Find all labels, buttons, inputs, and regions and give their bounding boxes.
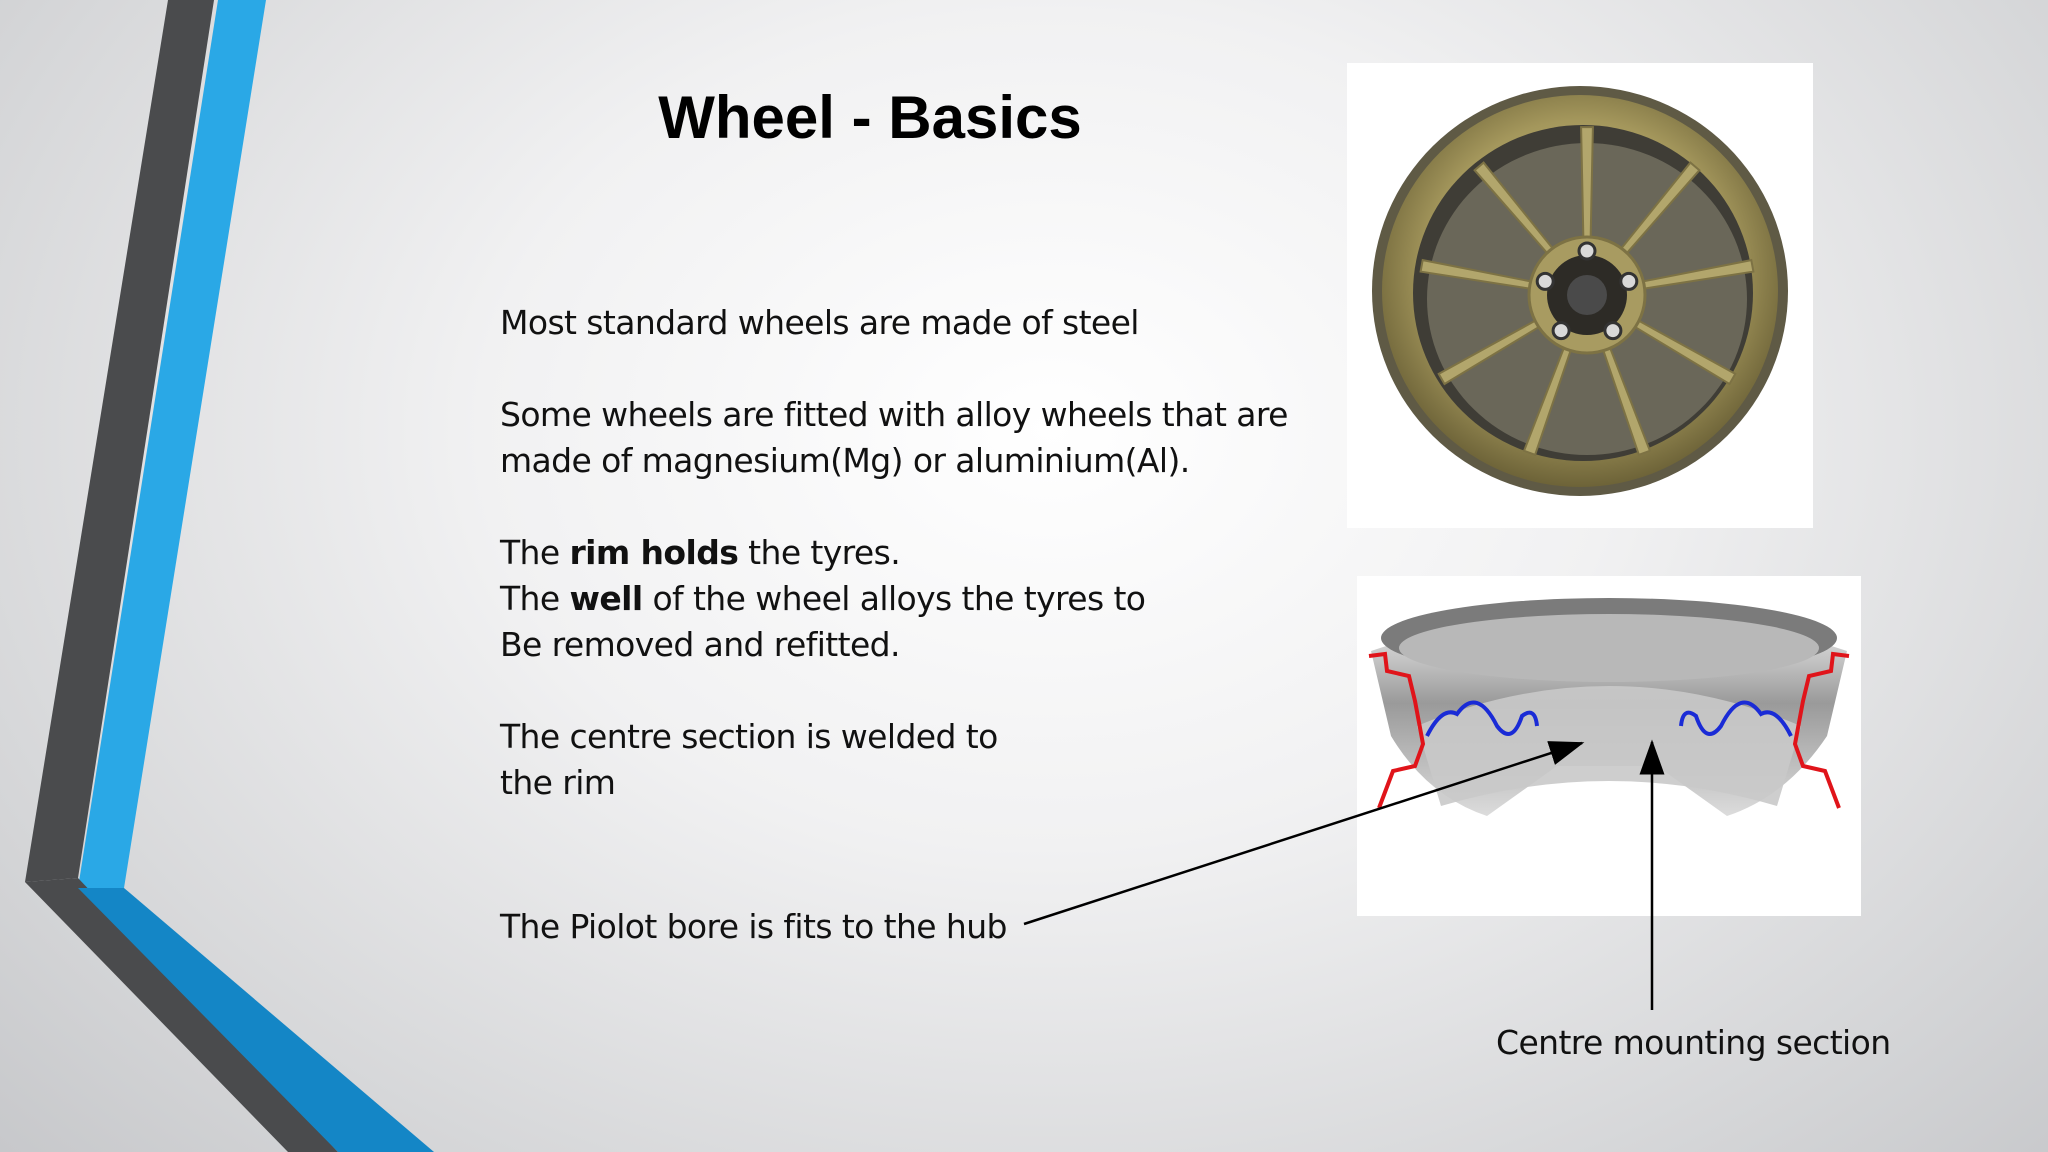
lug-nut bbox=[1619, 271, 1639, 291]
text-run: the tyres. bbox=[738, 533, 901, 572]
text-run: of the wheel alloys the tyres to bbox=[642, 579, 1146, 618]
wheel-photo bbox=[1347, 63, 1813, 528]
wheel-spoke bbox=[1580, 126, 1594, 247]
text-line: made of magnesium(Mg) or aluminium(Al). bbox=[500, 438, 1320, 484]
slide-title: Wheel - Basics bbox=[658, 84, 1082, 151]
centre-mounting-caption: Centre mounting section bbox=[1496, 1023, 1891, 1062]
text-run: The bbox=[500, 579, 570, 618]
text-line: The centre section is welded to bbox=[500, 714, 1320, 760]
blue-bar-upper bbox=[78, 0, 266, 888]
text-run: the rim bbox=[500, 763, 616, 802]
paragraph: The centre section is welded to the rim bbox=[500, 714, 1320, 806]
pilot-bore-label: The Piolot bore is fits to the hub bbox=[500, 907, 1007, 946]
text-run: Be removed and refitted. bbox=[500, 625, 901, 664]
wheel-cross-section-icon bbox=[1368, 598, 1850, 816]
lug-nut bbox=[1535, 271, 1555, 291]
text-line: The well of the wheel alloys the tyres t… bbox=[500, 576, 1320, 622]
text-run: made of magnesium(Mg) or aluminium(Al). bbox=[500, 441, 1190, 480]
text-run: The bbox=[500, 533, 570, 572]
paragraph: The rim holds the tyres.The well of the … bbox=[500, 530, 1320, 668]
lug-nut bbox=[1551, 321, 1571, 341]
bold-text: well bbox=[569, 579, 643, 618]
section-photo bbox=[1357, 576, 1861, 916]
text-run: Most standard wheels are made of steel bbox=[500, 303, 1139, 342]
text-run: The centre section is welded to bbox=[500, 717, 998, 756]
text-line: the rim bbox=[500, 760, 1320, 806]
text-line: The rim holds the tyres. bbox=[500, 530, 1320, 576]
alloy-wheel-icon bbox=[1372, 86, 1788, 496]
paragraph: Some wheels are fitted with alloy wheels… bbox=[500, 392, 1320, 484]
bold-text: rim holds bbox=[569, 533, 739, 572]
lug-nut bbox=[1577, 241, 1597, 261]
text-run: Some wheels are fitted with alloy wheels… bbox=[500, 395, 1288, 434]
gray-bar-lower bbox=[25, 878, 338, 1152]
lug-nut bbox=[1603, 321, 1623, 341]
blue-bar-lower bbox=[78, 888, 434, 1152]
gray-bar-upper bbox=[25, 0, 214, 882]
text-line: Most standard wheels are made of steel bbox=[500, 300, 1320, 346]
text-line: Be removed and refitted. bbox=[500, 622, 1320, 668]
text-line: Some wheels are fitted with alloy wheels… bbox=[500, 392, 1320, 438]
paragraph: Most standard wheels are made of steel bbox=[500, 300, 1320, 346]
